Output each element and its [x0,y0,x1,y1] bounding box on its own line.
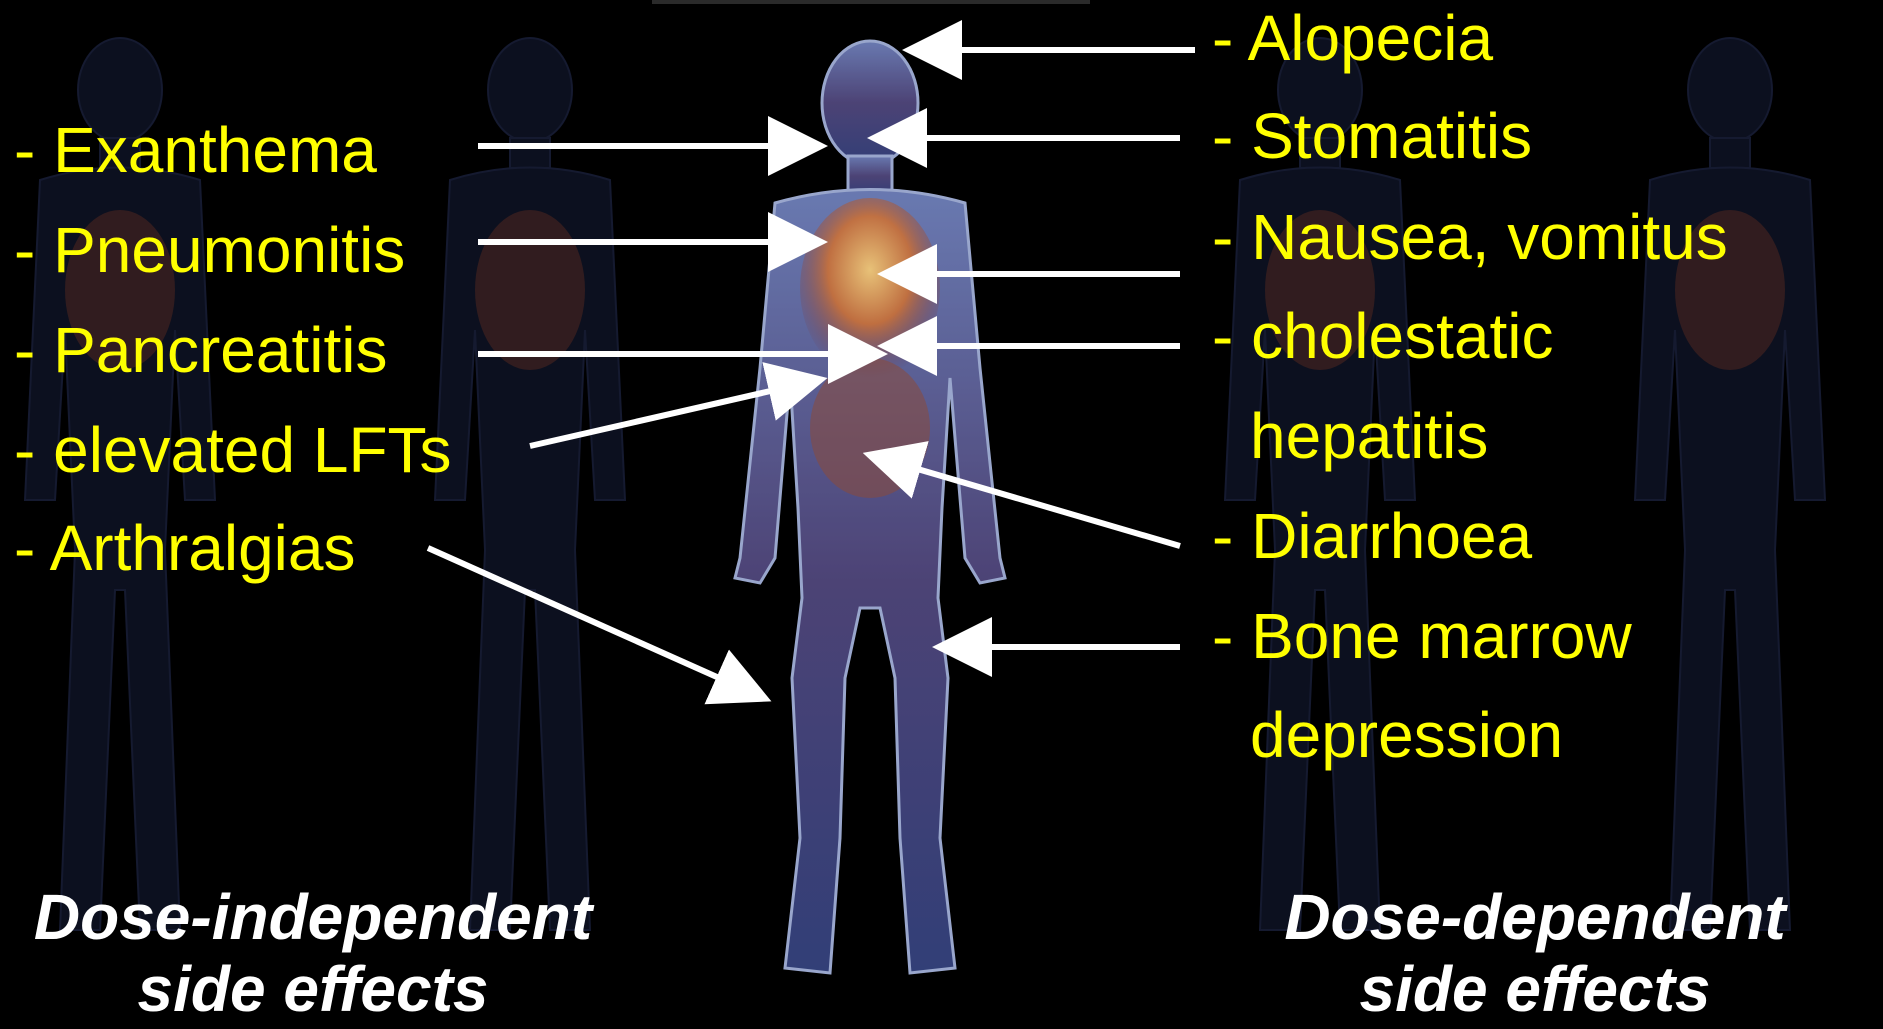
arrow-diarrhoea [880,458,1180,546]
label-pancreatitis: - Pancreatitis [14,318,387,382]
label-pneumonitis: - Pneumonitis [14,218,405,282]
caption-dose-dependent: Dose-dependent side effects [1230,882,1840,1025]
label-diarrhoea: - Diarrhoea [1212,504,1532,568]
label-bone-marrow: - Bone marrow [1212,604,1632,668]
label-elevated-lfts: - elevated LFTs [14,418,452,482]
label-cholestatic: - cholestatic [1212,304,1553,368]
label-nausea-vomitus: - Nausea, vomitus [1212,205,1728,269]
arrow-arthralgias [428,548,755,694]
label-arthralgias: - Arthralgias [14,516,355,580]
arrow-elevated-lfts [530,382,810,446]
label-exanthema: - Exanthema [14,118,377,182]
caption-dose-dependent-line2: side effects [1230,954,1840,1026]
caption-dose-independent: Dose-independent side effects [8,882,618,1025]
label-alopecia: - Alopecia [1212,6,1493,70]
label-hepatitis: hepatitis [1250,404,1488,468]
caption-dose-dependent-line1: Dose-dependent [1230,882,1840,954]
caption-dose-independent-line2: side effects [8,954,618,1026]
label-depression: depression [1250,703,1563,767]
label-stomatitis: - Stomatitis [1212,104,1532,168]
caption-dose-independent-line1: Dose-independent [8,882,618,954]
